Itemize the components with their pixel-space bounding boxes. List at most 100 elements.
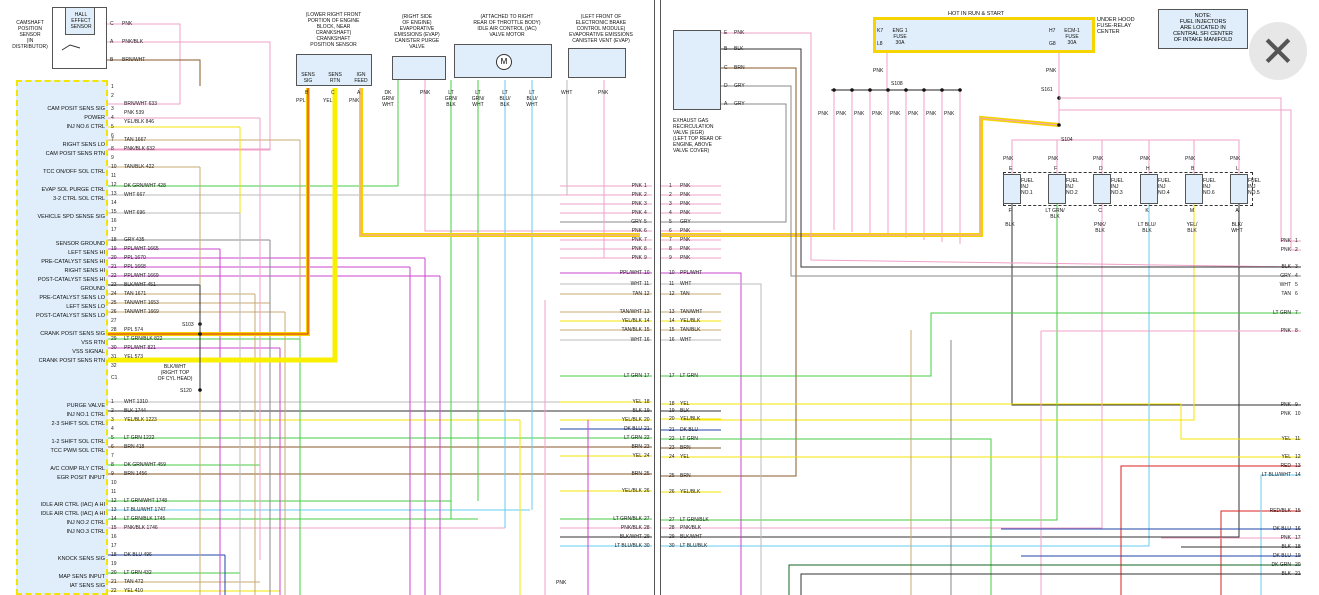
fuel-injector-icon xyxy=(1140,174,1158,204)
pcm-pin-number: 10 xyxy=(111,164,117,170)
evap-vent-caption: (LEFT FRONT OF ELECTRONIC BRAKE CONTROL … xyxy=(569,14,633,44)
wire-color-label: PNK/BLK 632 xyxy=(124,146,155,152)
edge-pin-number: 14 xyxy=(1295,472,1301,478)
pcm-pin-function: PRE-CATALYST SENS HI xyxy=(41,259,105,265)
wire-color-label: DK GRN/WHT 428 xyxy=(124,183,166,189)
connector-wire-label: YEL/BLK xyxy=(680,416,701,422)
egr-pin-letter: B xyxy=(724,46,728,52)
connector-wire-label: PNK xyxy=(680,255,691,261)
connector-pin-number: 11 xyxy=(669,281,675,287)
connector-wire-label: WHT xyxy=(630,281,642,287)
wire-color-label: BRN/WHT 633 xyxy=(124,101,157,107)
connector-wire-label: BRN xyxy=(680,473,691,479)
splice-pnk-label: PNK xyxy=(854,111,865,117)
connector-pin-number: 7 xyxy=(669,237,672,243)
edge-wire-label: RED xyxy=(1280,463,1291,469)
pcm-pin-function: SENSOR GROUND xyxy=(55,241,105,247)
wire-color-label: PPL 1668 xyxy=(124,264,146,270)
pcm-pin-number: 20 xyxy=(111,255,117,261)
connector-wire-label: PNK xyxy=(631,246,642,252)
connector-wire-label: DK BLU xyxy=(680,427,699,433)
wire-color-label: LT GRN/BLK 822 xyxy=(124,336,163,342)
wire-color-label: TAN 1671 xyxy=(124,291,147,297)
wire-color-label: PPL/WHT 1669 xyxy=(124,273,159,279)
close-icon[interactable]: ✕ xyxy=(1249,22,1307,80)
connector-wire-label: PNK xyxy=(631,183,642,189)
pcm-pin-number: 9 xyxy=(111,155,114,161)
connector-pin-number: 19 xyxy=(644,408,650,414)
crank-wire-label: PNK xyxy=(349,98,360,104)
injector-pnk-label: PNK xyxy=(1185,156,1196,162)
connector-wire-label: PNK xyxy=(680,228,691,234)
pcm-pin-number: C1 xyxy=(111,375,118,381)
crank-wire-label: YEL xyxy=(323,98,333,104)
connector-wire-label: GRY xyxy=(631,219,642,225)
injector-pin-letter: H xyxy=(1146,166,1150,172)
yel-wire xyxy=(681,403,1301,440)
pcm-pin-number: 15 xyxy=(111,525,117,531)
splice-dot xyxy=(958,88,962,92)
connector-pin-number: 17 xyxy=(644,373,650,379)
splice-dot xyxy=(904,88,908,92)
pcm-pin-function: CAM POSIT SENS SIG xyxy=(47,106,105,112)
inj-wire xyxy=(681,204,1150,547)
pcm-pin-number: 12 xyxy=(111,182,117,188)
wire-color-label: WHT 667 xyxy=(124,192,146,198)
injector-bottom-label: LT GRN/ BLK xyxy=(1045,208,1065,220)
crank-pin-letter: A xyxy=(357,90,361,96)
cam-pin-letter: A xyxy=(110,39,114,45)
connector-wire-label: YEL xyxy=(680,401,690,407)
pnk-core xyxy=(661,117,1060,236)
pcm-pin-number: 16 xyxy=(111,534,117,540)
iac-wire-label: LT BLU/ BLK xyxy=(499,90,511,108)
fuel-injector-label: FUEL INJ NO.2 xyxy=(1066,178,1079,196)
ltblu-wire xyxy=(1260,474,1301,595)
egr-wire xyxy=(681,103,787,223)
vent-wire-label: PNK xyxy=(598,90,609,96)
edge-wire-label: PNK xyxy=(1280,411,1291,417)
bottom-pnk-label: PNK xyxy=(556,580,567,586)
pcm-pin-function: POST-CATALYST SENS HI xyxy=(37,277,105,283)
pcm-pin-number: 13 xyxy=(111,507,117,513)
iac-caption: (ATTACHED TO RIGHT REAR OF THROTTLE BODY… xyxy=(473,14,541,38)
splice-pnk-label: PNK xyxy=(926,111,937,117)
connector-wire-label: WHT xyxy=(630,337,642,343)
connector-wire-label: PNK xyxy=(680,201,691,207)
injector-pnk-label: PNK xyxy=(1140,156,1151,162)
pcm-pin-function: TCC PWM SOL CTRL xyxy=(50,448,106,454)
evap-pnk-label: PNK xyxy=(420,90,431,96)
pcm-pin-number: 9 xyxy=(111,471,114,477)
connector-pin-number: 11 xyxy=(644,281,650,287)
pcm-pin-function: CAM POSIT SENS RTN xyxy=(45,151,105,157)
fuel-injector-icon xyxy=(1048,174,1066,204)
edge-wire-label: BLK xyxy=(1281,544,1291,550)
splice-dot xyxy=(922,88,926,92)
pcm-pin-number: 27 xyxy=(111,318,117,324)
fuel-injector-label: FUEL INJ NO.4 xyxy=(1158,178,1171,196)
edge-wire-label: PNK xyxy=(1280,328,1291,334)
connector-wire-label: TAN/WHT xyxy=(680,309,703,315)
splice-pnk-label: PNK xyxy=(890,111,901,117)
pcm-pin-number: 17 xyxy=(111,543,117,549)
connector-wire-label: PNK xyxy=(631,201,642,207)
connector-wire-label: YEL xyxy=(632,399,642,405)
connector-wire-label: WHT xyxy=(680,337,692,343)
pcm-pin-function: KNOCK SENS SIG xyxy=(57,556,105,562)
injector-bottom-label: F xyxy=(1008,208,1012,214)
hot-in-run-label: HOT IN RUN & START xyxy=(948,11,1005,17)
pcm-pin-number: 8 xyxy=(111,462,114,468)
splice-dot xyxy=(832,88,836,92)
pnk-core xyxy=(360,88,640,236)
crank-pin-letter: C xyxy=(331,90,335,96)
splice-s104 xyxy=(1057,123,1061,127)
pcm-pin-number: 21 xyxy=(111,264,117,270)
wire-color-label: DK BLU 496 xyxy=(124,552,152,558)
pcm-pin-number: 20 xyxy=(111,570,117,576)
cam-pin-letter: C xyxy=(110,21,114,27)
splice-pnk-label: PNK xyxy=(818,111,829,117)
connector-wire-label: PNK xyxy=(680,192,691,198)
pcm-pin-function: LEFT SENS LO xyxy=(66,304,105,310)
pcm-pin-function: IDLE AIR CTRL (IAC) A HI xyxy=(40,511,105,517)
edge-pin-number: 11 xyxy=(1295,436,1301,442)
fuse-relay-box xyxy=(873,17,1095,53)
